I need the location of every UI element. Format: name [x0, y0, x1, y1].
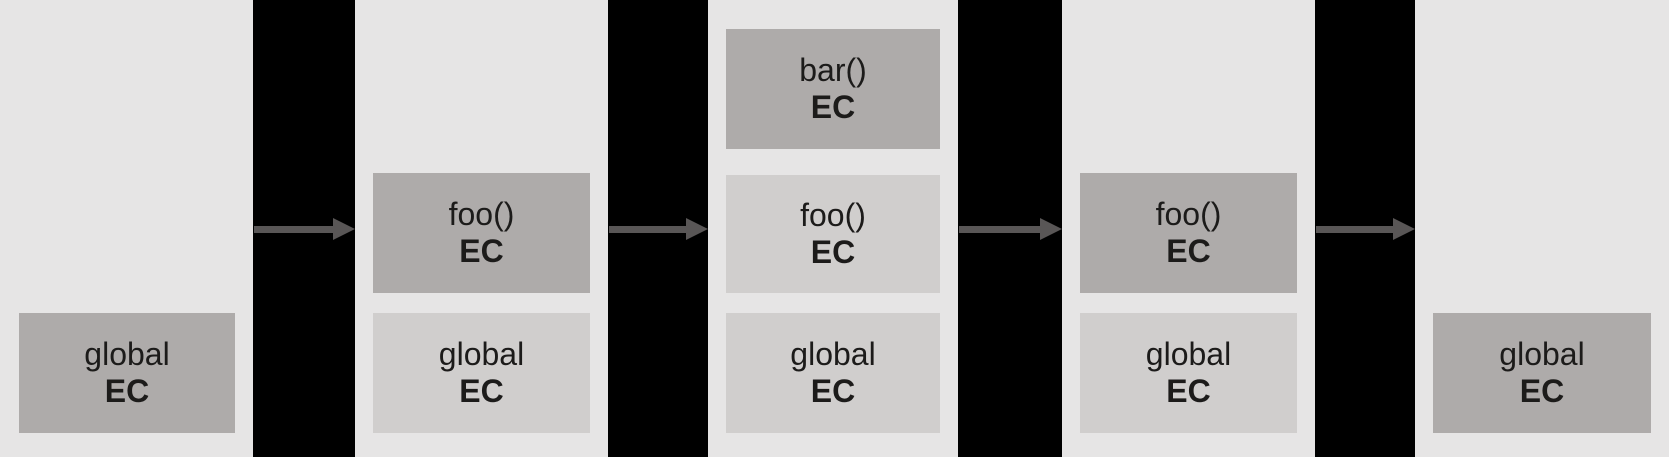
- ec-box-global: global EC: [1433, 313, 1651, 433]
- right-arrow-icon: [1315, 218, 1415, 240]
- ec-box-foo: foo() EC: [1080, 173, 1297, 293]
- ec-box-global: global EC: [726, 313, 940, 433]
- ec-box-subtitle: EC: [810, 89, 856, 125]
- ec-box-subtitle: EC: [459, 373, 504, 409]
- separator-4: [1315, 0, 1415, 457]
- arrow-head: [1040, 218, 1062, 240]
- arrow-shaft: [1316, 226, 1395, 233]
- ec-box-title: global: [1499, 336, 1585, 372]
- ec-box-global: global EC: [19, 313, 235, 433]
- ec-box-subtitle: EC: [459, 233, 504, 269]
- arrow-shaft: [254, 226, 335, 233]
- arrow-head: [686, 218, 708, 240]
- ec-box-title: global: [438, 336, 525, 372]
- arrow-shaft: [609, 226, 688, 233]
- separator-3: [958, 0, 1062, 457]
- ec-box-title: global: [790, 336, 876, 372]
- ec-box-foo: foo() EC: [373, 173, 590, 293]
- ec-box-global: global EC: [1080, 313, 1297, 433]
- arrow-head: [333, 218, 355, 240]
- stage-1-panel: global EC: [0, 0, 253, 457]
- ec-box-subtitle: EC: [104, 373, 150, 409]
- stage-5-panel: global EC: [1415, 0, 1669, 457]
- arrow-shaft: [959, 226, 1042, 233]
- ec-box-title: global: [84, 336, 170, 372]
- ec-box-global: global EC: [373, 313, 590, 433]
- ec-box-subtitle: EC: [1166, 373, 1211, 409]
- ec-box-title: foo(): [1155, 196, 1222, 232]
- ec-box-subtitle: EC: [1166, 233, 1211, 269]
- right-arrow-icon: [253, 218, 355, 240]
- ec-box-bar: bar() EC: [726, 29, 940, 149]
- ec-box-subtitle: EC: [810, 234, 856, 270]
- stage-4-panel: foo() EC global EC: [1062, 0, 1315, 457]
- stage-2-panel: foo() EC global EC: [355, 0, 608, 457]
- separator-2: [608, 0, 708, 457]
- ec-box-title: bar(): [799, 52, 867, 88]
- ec-box-subtitle: EC: [810, 373, 856, 409]
- ec-box-title: global: [1145, 336, 1232, 372]
- separator-1: [253, 0, 355, 457]
- stage-3-panel: bar() EC foo() EC global EC: [708, 0, 958, 457]
- right-arrow-icon: [608, 218, 708, 240]
- ec-box-title: foo(): [448, 196, 515, 232]
- ec-box-title: foo(): [800, 197, 866, 233]
- right-arrow-icon: [958, 218, 1062, 240]
- ec-box-subtitle: EC: [1519, 373, 1565, 409]
- ec-box-foo: foo() EC: [726, 175, 940, 293]
- arrow-head: [1393, 218, 1415, 240]
